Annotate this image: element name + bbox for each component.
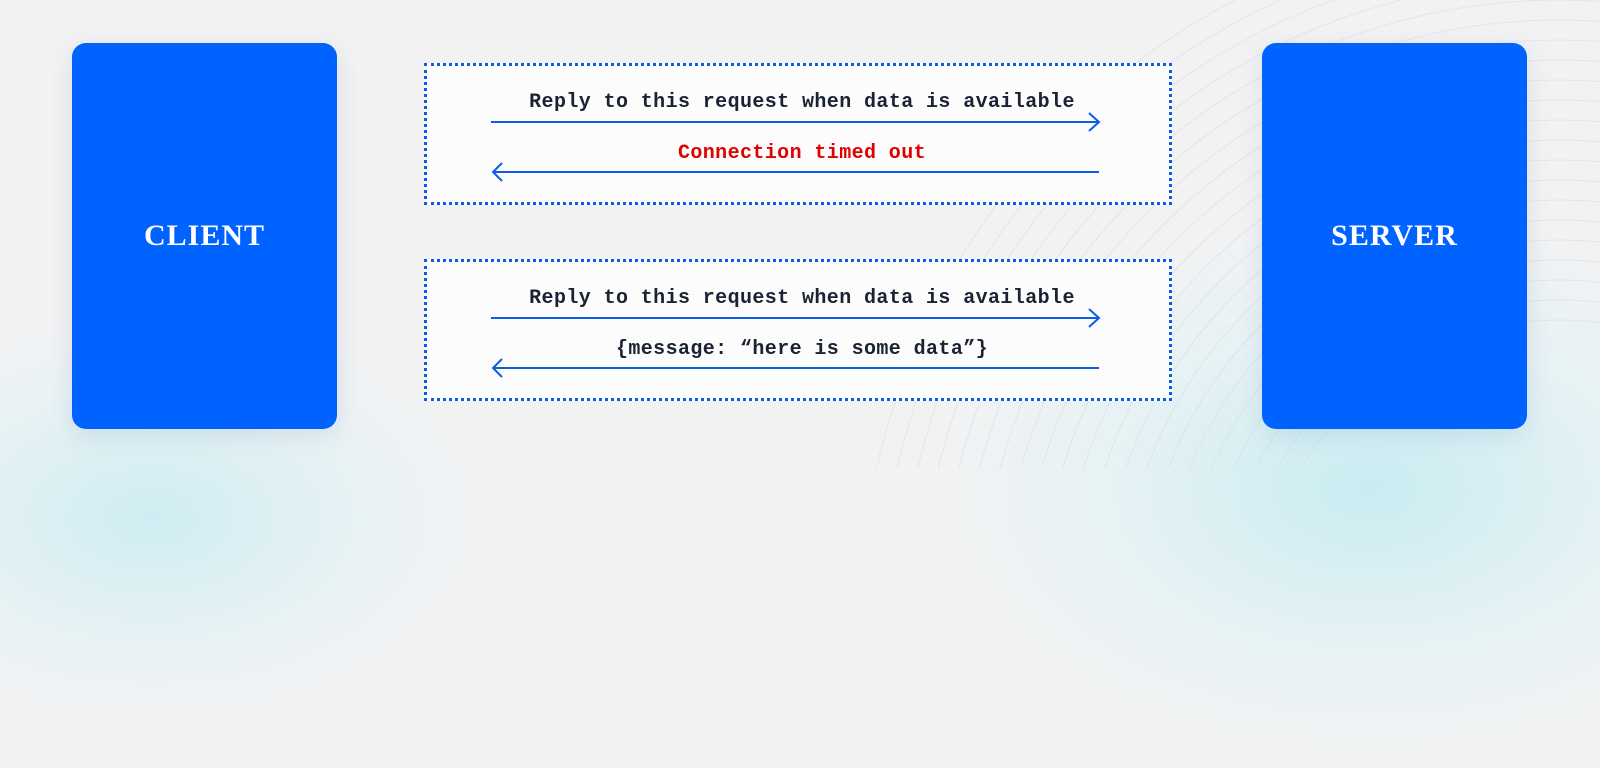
exchange-timeout: Reply to this request when data is avail… (424, 63, 1172, 205)
response-error-label: Connection timed out (677, 142, 927, 165)
request-label: Reply to this request when data is avail… (529, 91, 1075, 114)
background-arcs-decoration (876, 0, 1600, 468)
server-node: SERVER (1262, 43, 1527, 429)
request-label: Reply to this request when data is avail… (529, 287, 1075, 310)
arrow-right-icon (491, 112, 1101, 132)
arrow-left-icon (491, 162, 1099, 182)
arrow-right-icon (491, 308, 1101, 328)
server-label: SERVER (1331, 219, 1458, 252)
response-data-label: {message: “here is some data”} (615, 338, 989, 361)
exchange-success: Reply to this request when data is avail… (424, 259, 1172, 401)
arrow-left-icon (491, 358, 1099, 378)
client-node: CLIENT (72, 43, 337, 429)
client-label: CLIENT (143, 219, 266, 252)
